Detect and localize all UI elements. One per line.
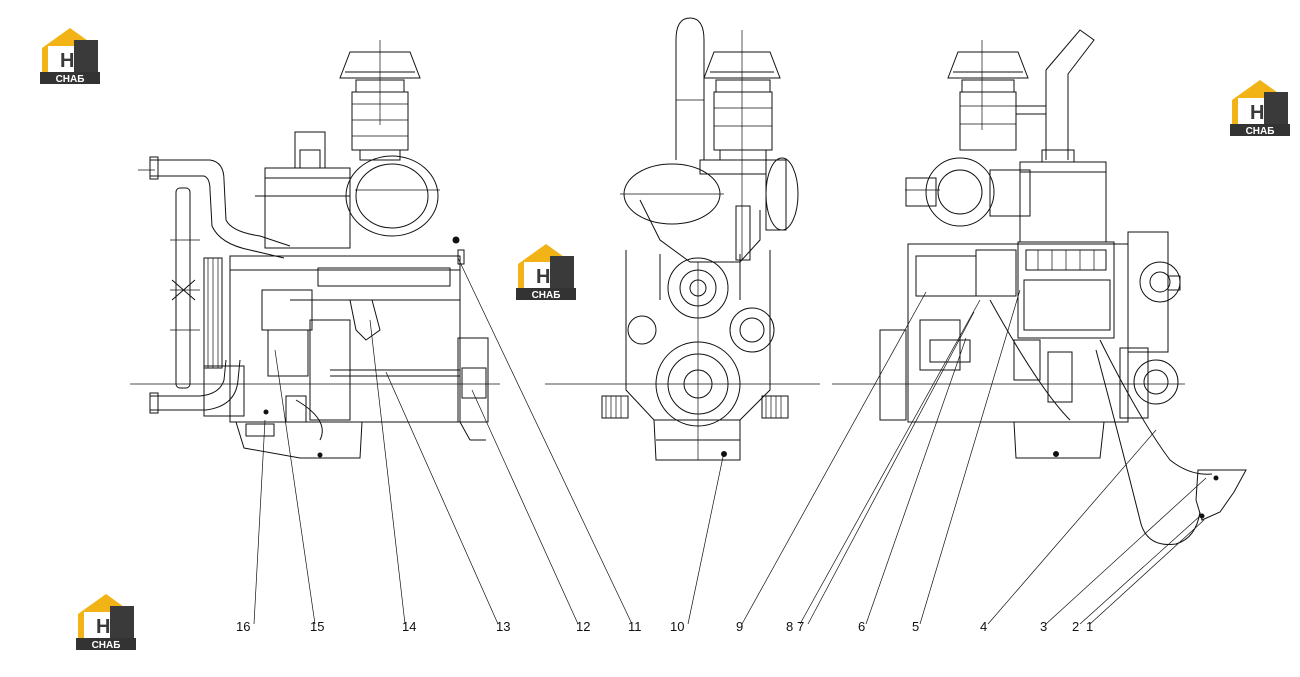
leader-lines <box>253 257 1207 625</box>
callout-1: 1 <box>1086 619 1093 634</box>
callout-9: 9 <box>736 619 743 634</box>
callout-15: 15 <box>310 619 324 634</box>
logo-text-bottom: СНАБ <box>92 640 121 651</box>
logo-text-top: НЗ <box>96 616 123 638</box>
engine-front-view <box>545 17 820 461</box>
callout-7: 7 <box>797 619 804 634</box>
logo-text-top: НЗ <box>1250 102 1277 124</box>
logo-text-bottom: СНАБ <box>1246 126 1275 137</box>
callout-5: 5 <box>912 619 919 634</box>
callout-12: 12 <box>576 619 590 634</box>
callout-16: 16 <box>236 619 250 634</box>
logo-top-left: НЗ СНАБ <box>40 28 100 85</box>
callout-11: 11 <box>628 619 642 634</box>
callout-numbers: 16 15 14 13 12 11 10 9 8 7 6 5 4 3 2 1 <box>236 619 1093 634</box>
logo-text-top: НЗ <box>60 50 87 72</box>
engine-left-view <box>130 40 500 459</box>
logo-bottom-left: НЗ СНАБ <box>76 594 136 651</box>
logo-text-top: НЗ <box>536 266 563 288</box>
engine-right-view <box>832 29 1247 545</box>
logo-text-bottom: СНАБ <box>532 290 561 301</box>
callout-10: 10 <box>670 619 684 634</box>
callout-4: 4 <box>980 619 987 634</box>
callout-13: 13 <box>496 619 510 634</box>
logo-top-right: НЗ СНАБ <box>1230 80 1290 137</box>
callout-14: 14 <box>402 619 416 634</box>
logo-center: НЗ СНАБ <box>516 244 576 301</box>
callout-6: 6 <box>858 619 865 634</box>
callout-8: 8 <box>786 619 793 634</box>
logo-text-bottom: СНАБ <box>56 74 85 85</box>
callout-3: 3 <box>1040 619 1047 634</box>
callout-2: 2 <box>1072 619 1079 634</box>
